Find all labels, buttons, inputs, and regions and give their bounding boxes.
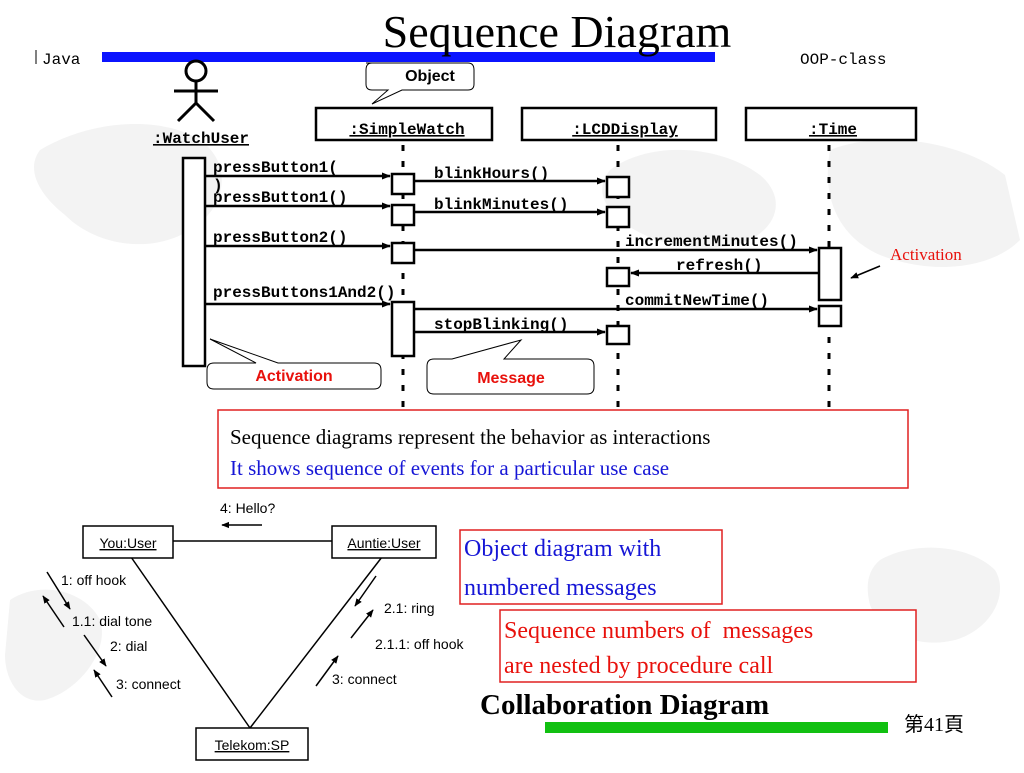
collaboration-diagram: You:User Auntie:User Telekom:SP 4: Hello…	[42, 500, 464, 761]
activation-lcd-2	[605, 205, 631, 229]
actor-label: :WatchUser	[153, 130, 249, 148]
collaboration-title: Collaboration Diagram	[480, 689, 769, 721]
collab-object-you: You:User	[82, 525, 174, 559]
activation-sw-4	[390, 300, 416, 358]
collab-msg-connect-left: 3: connect	[116, 676, 181, 692]
collab-arrow-connect-right	[315, 655, 339, 687]
message-arrows	[205, 172, 819, 336]
activation-sw-2	[390, 203, 416, 227]
object-diagram-note-line-2: numbered messages	[464, 575, 657, 601]
collab-arrow-ring	[354, 575, 377, 607]
activation-sw-1	[390, 172, 416, 196]
nested-messages-note-line-1: Sequence numbers of messages	[504, 618, 813, 644]
lifeline-box-simplewatch: :SimpleWatch	[314, 106, 494, 142]
collab-object-auntie-label: Auntie:User	[347, 535, 420, 551]
msg-pressbuttons1and2: pressButtons1And2()	[213, 284, 395, 302]
activation-callout-right-label: Activation	[890, 245, 962, 264]
collab-object-telekom-label: Telekom:SP	[215, 737, 290, 753]
footer: 第41頁	[545, 713, 964, 736]
activation-time-1	[817, 246, 843, 302]
page-title: Sequence Diagram	[383, 6, 732, 57]
lifeline-box-time: :Time	[744, 106, 918, 142]
actor-watchuser	[174, 59, 218, 123]
msg-pressbutton1-close: )	[213, 177, 223, 195]
header-left-tag: Java	[42, 51, 81, 69]
lifeline-label-time: :Time	[809, 121, 857, 139]
description-box-frame	[217, 409, 909, 489]
activation-lcd-3	[605, 266, 631, 288]
collab-msg-offhook-right: 2.1.1: off hook	[375, 636, 464, 652]
msg-stopblinking: stopBlinking()	[434, 316, 568, 334]
activation-callout-left: Activation	[206, 338, 382, 390]
msg-pressbutton1: pressButton1()	[213, 189, 347, 207]
activation-time-2	[817, 304, 843, 328]
activation-watchuser	[181, 156, 207, 368]
msg-blinkhours: blinkHours()	[434, 165, 549, 183]
collab-msg-dialtone: 1.1: dial tone	[72, 613, 152, 629]
footer-bar	[545, 722, 888, 733]
msg-pressbutton2: pressButton2()	[213, 229, 347, 247]
nested-messages-note-frame	[499, 609, 917, 683]
collab-object-you-label: You:User	[99, 535, 156, 551]
collab-arrow-offhook	[46, 571, 71, 610]
message-callout: Message	[426, 339, 595, 395]
collab-msg-dial: 2: dial	[110, 638, 147, 654]
header-right-tag: OOP-class	[800, 51, 886, 69]
activations	[181, 156, 843, 368]
msg-blinkminutes: blinkMinutes()	[434, 196, 568, 214]
collab-labels: 4: Hello? 1: off hook 1.1: dial tone 2: …	[61, 500, 464, 692]
activation-sw-3	[390, 241, 416, 265]
header: Java Sequence Diagram OOP-class	[35, 6, 886, 69]
activation-lcd-4	[605, 324, 631, 346]
object-diagram-note-frame	[459, 529, 723, 605]
activation-lcd-1	[605, 175, 631, 199]
nested-messages-note-line-2: are nested by procedure call	[504, 653, 774, 679]
collab-arrow-offhook-right	[350, 609, 374, 639]
link-you-telekom	[130, 556, 251, 729]
description-box: Sequence diagrams represent the behavior…	[217, 409, 909, 489]
link-auntie-telekom	[249, 556, 383, 729]
lifeline-label-simplewatch: :SimpleWatch	[349, 121, 464, 139]
page-number: 第41頁	[904, 713, 964, 736]
collab-arrows	[42, 521, 377, 698]
sequence-diagram: Object :WatchUser :SimpleWatch :LCDDispl…	[153, 59, 962, 410]
description-line-1: Sequence diagrams represent the behavior…	[230, 425, 710, 449]
msg-commitnewtime: commitNewTime()	[625, 292, 769, 310]
description-line-2: It shows sequence of events for a partic…	[230, 456, 669, 480]
object-diagram-note: Object diagram with numbered messages	[459, 529, 723, 605]
msg-pressbutton1-open: pressButton1(	[213, 159, 338, 177]
collab-msg-connect-right: 3: connect	[332, 671, 397, 687]
collab-links	[130, 540, 383, 729]
msg-incrementminutes: incrementMinutes()	[625, 233, 798, 251]
lifeline-boxes: :SimpleWatch :LCDDisplay :Time	[314, 106, 918, 142]
collab-object-telekom: Telekom:SP	[195, 727, 309, 761]
message-callout-label: Message	[477, 370, 545, 387]
msg-refresh: refresh()	[676, 257, 762, 275]
header-bar	[102, 52, 715, 62]
lifeline-box-lcddisplay: :LCDDisplay	[520, 106, 718, 142]
object-callout: Object	[365, 62, 475, 105]
lifeline-label-lcddisplay: :LCDDisplay	[572, 121, 678, 139]
collab-arrow-dial	[83, 634, 107, 667]
actor-head	[184, 59, 208, 83]
object-callout-label: Object	[405, 68, 455, 85]
activation-callout-left-label: Activation	[255, 368, 332, 385]
collab-arrow-dialtone	[42, 595, 65, 628]
collab-msg-ring: 2.1: ring	[384, 600, 435, 616]
nested-messages-note: Sequence numbers of messages are nested …	[499, 609, 917, 683]
collab-msg-offhook: 1: off hook	[61, 572, 127, 588]
object-diagram-note-line-1: Object diagram with	[464, 536, 661, 562]
collab-msg-hello: 4: Hello?	[220, 500, 275, 516]
activation-callout-right: Activation	[850, 245, 962, 279]
collab-object-auntie: Auntie:User	[331, 525, 437, 559]
activation-pointer	[850, 265, 881, 279]
message-labels: pressButton1( ) blinkHours() pressButton…	[213, 159, 798, 334]
collab-arrow-connect-left	[93, 669, 113, 698]
